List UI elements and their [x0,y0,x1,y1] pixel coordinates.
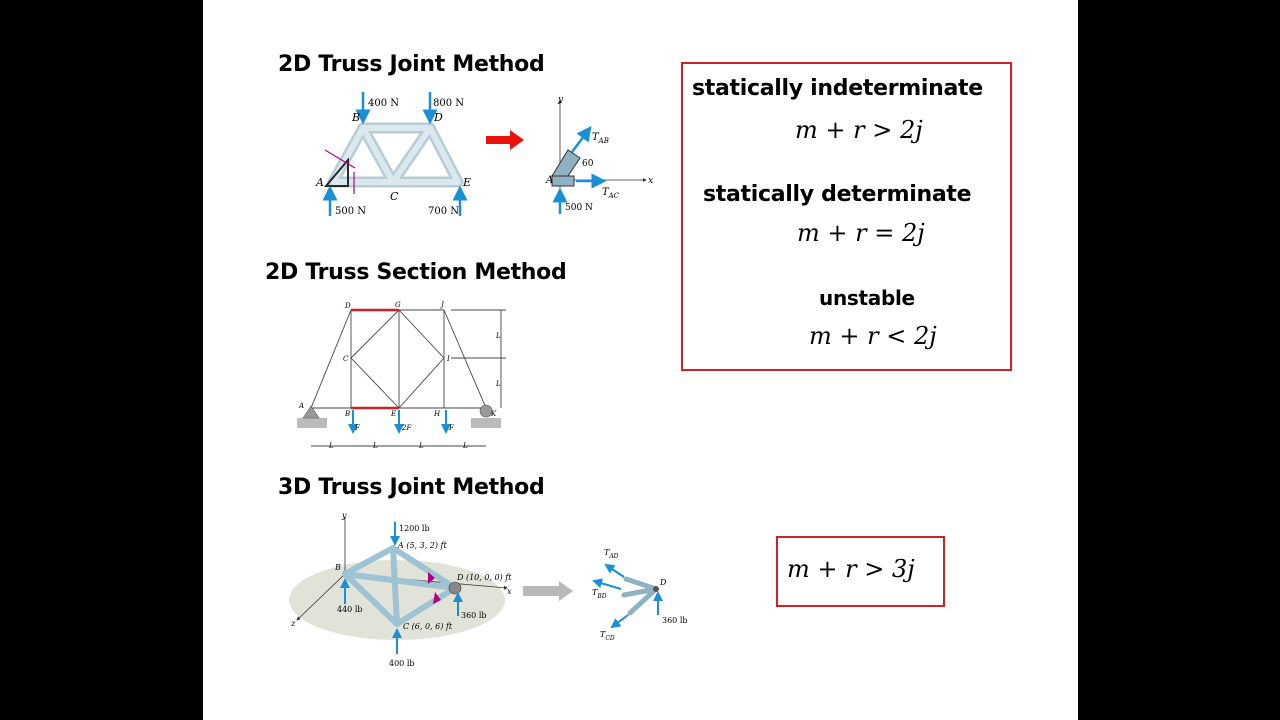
reaction-e-label: 700 N [428,206,459,217]
node-j-label: J [439,301,445,309]
node-a-label: A [298,402,304,410]
fbd-tac-label: TAC [602,187,620,200]
three-d-equation: m + r > 3j [787,555,915,583]
dim-l-3: L [418,442,424,450]
joint-e-label: E [462,176,471,189]
coord-c-label: C (6, 0, 6) ft [403,622,453,631]
node-b-label: B [344,410,350,418]
unstable-label: unstable [819,286,915,310]
fbd-tbd-label: TBD [592,588,607,600]
force-tad-arrow [604,563,625,578]
dim-l-vertical-1: L [495,332,501,340]
heading-2d-section-method: 2D Truss Section Method [265,260,567,285]
node-i-label: I [446,355,450,363]
joint-a-label: A [315,176,324,189]
load-b-label: 400 N [368,98,399,109]
reaction-a-label: 500 N [335,206,366,217]
coord-d-label: D (10, 0, 0) ft [456,573,512,582]
support-a [297,418,327,428]
figure-joint-d-fbd: TAD TBD TCD D 360 lb [592,548,688,642]
load-d-label: 800 N [433,98,464,109]
joint-d-label: D [433,111,443,124]
fbd-x-label: x [648,176,653,186]
joint-d-fbd [653,586,659,592]
force-tbd-arrow [592,578,622,590]
force-tab-arrow [571,126,592,153]
magenta-marker-1 [428,572,435,584]
figure-3d-truss: 1200 lb A (5, 3, 2) ft D (10, 0, 0) ft C… [289,512,512,668]
statically-indeterminate-label: statically indeterminate [692,76,983,101]
dim-l-1: L [328,442,334,450]
node-c-label: C [343,355,349,363]
magenta-marker-2 [433,592,441,604]
load-f-label-2: F [448,424,455,432]
fbd-angle-label: 60 [582,159,594,169]
fbd-reaction-label: 500 N [565,203,593,213]
dim-l-2: L [372,442,378,450]
fbd-joint-d-label: D [659,578,667,587]
axis-y-3d-label: y [341,512,347,520]
dim-l-vertical-2: L [495,380,501,388]
joint-b-label: B [351,111,360,124]
three-d-condition-box: m + r > 3j [776,536,945,607]
figure-section-truss: D G J C I A B E H K F 2F F L L L L L L [297,301,506,450]
indeterminate-equation: m + r > 2j [795,116,923,144]
reaction-b-label: 440 lb [337,605,363,614]
load-1200-label: 1200 lb [399,524,430,533]
axis-x-3d-label: x [507,587,512,596]
heading-2d-joint-method: 2D Truss Joint Method [278,52,545,77]
node-g-label: G [395,301,401,309]
slide: 2D Truss Joint Method 2D Truss Section M… [203,0,1078,720]
load-f-label-1: F [354,424,361,432]
fbd-y-label: y [557,95,564,105]
gray-arrow-icon [523,581,573,601]
reaction-d-label: 360 lb [461,611,487,620]
truss-3d-members [342,545,458,627]
cut-line-1 [324,149,356,169]
unstable-equation: m + r < 2j [809,322,937,350]
determinacy-conditions-box: statically indeterminate m + r > 2j stat… [681,62,1012,371]
node-h-label: H [433,410,441,418]
red-arrow-icon [486,130,524,150]
node-e-label: E [390,410,396,418]
fbd-tcd-label: TCD [600,630,615,642]
joint-b-3d-label: B [334,563,341,572]
axis-z-3d-label: z [290,619,296,628]
statically-determinate-label: statically determinate [703,182,972,207]
joint-c-label: C [390,190,399,203]
axis-z-3d [296,573,346,621]
fbd-joint-label: A [545,175,553,186]
load-2f-label: 2F [401,424,412,432]
node-d-label: D [344,302,351,310]
fbd-reaction-360-label: 360 lb [662,616,688,625]
support-k [471,418,501,428]
determinate-equation: m + r = 2j [797,219,925,247]
coord-a-label: A (5, 3, 2) ft [397,541,448,550]
fbd-tad-label: TAD [604,548,619,560]
force-tcd-arrow [610,614,629,629]
node-k-label: K [490,410,497,418]
fbd-tab-label: TAB [592,132,609,145]
heading-3d-joint-method: 3D Truss Joint Method [278,475,545,500]
dim-l-4: L [462,442,468,450]
reaction-c-label: 400 lb [389,659,415,668]
member-ac-stub [551,175,575,187]
figure-2d-truss: 400 N 800 N 500 N 700 N A B C D E [315,92,471,217]
fbd-3d-members [621,576,659,616]
joint-d-3d [448,581,462,595]
member-ab-stub [551,149,581,177]
figure-joint-a-fbd: y x A TAB TAC 60 500 N [545,95,653,214]
